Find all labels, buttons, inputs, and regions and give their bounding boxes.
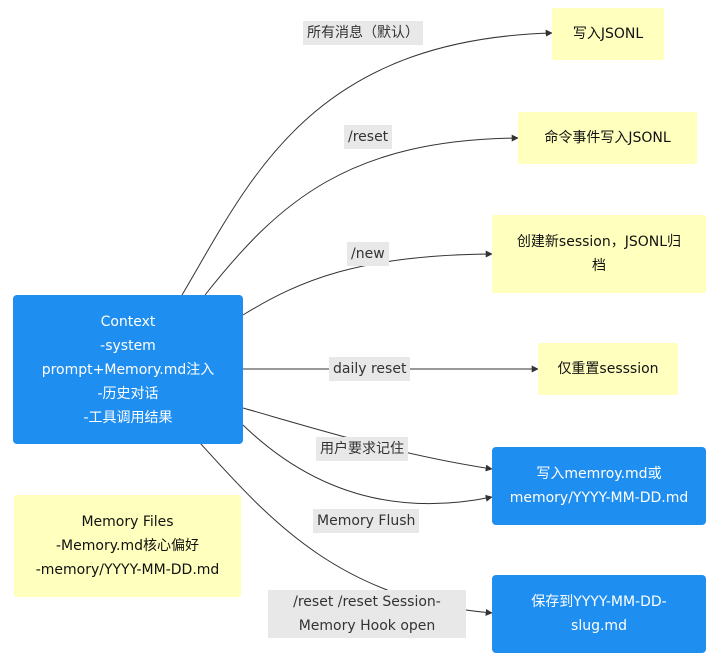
edge-memory-flush bbox=[242, 424, 493, 505]
write-memory-line-2: memory/YYYY-MM-DD.md bbox=[509, 490, 689, 506]
edge-label-memory-flush: Memory Flush bbox=[313, 509, 420, 533]
edge-label-user-remember-text: 用户要求记住 bbox=[320, 441, 404, 457]
context-line-4: -历史对话 bbox=[97, 385, 159, 402]
edge-label-reset: /reset bbox=[344, 125, 393, 149]
memory-files-line-3: -memory/YYYY-MM-DD.md bbox=[35, 562, 220, 578]
edge-label-all-messages: 所有消息（默认） bbox=[303, 21, 423, 45]
context-line-2: -system bbox=[100, 337, 156, 354]
edge-label-daily-reset: daily reset bbox=[329, 357, 411, 381]
context-line-3: prompt+Memory.md注入 bbox=[41, 361, 215, 378]
reset-only-label: 仅重置sesssion bbox=[557, 361, 659, 377]
memory-files-line-1: Memory Files bbox=[81, 514, 174, 530]
edge-label-memory-flush-text: Memory Flush bbox=[317, 513, 416, 529]
edge-label-user-remember: 用户要求记住 bbox=[316, 437, 408, 461]
save-slug-line-2: slug.md bbox=[571, 618, 627, 634]
edge-label-new: /new bbox=[347, 242, 389, 266]
edge-reset bbox=[204, 134, 519, 296]
write-jsonl-label: 写入JSONL bbox=[572, 26, 644, 42]
command-event-label: 命令事件写入JSONL bbox=[544, 130, 671, 146]
edge-label-session-hook-line-2: Memory Hook open bbox=[298, 618, 436, 634]
write-memory-line-1: 写入memroy.md或 bbox=[536, 466, 662, 482]
new-session-node: 创建新session，JSONL归 档 bbox=[492, 215, 706, 293]
save-slug-node: 保存到YYYY-MM-DD- slug.md bbox=[492, 575, 706, 653]
context-line-1: Context bbox=[100, 313, 156, 330]
edge-label-daily-reset-text: daily reset bbox=[333, 361, 407, 377]
new-session-line-2: 档 bbox=[591, 258, 606, 274]
memory-files-line-2: -Memory.md核心偏好 bbox=[56, 538, 199, 554]
write-jsonl-node: 写入JSONL bbox=[552, 8, 664, 60]
context-line-5: -工具调用结果 bbox=[83, 409, 173, 426]
edge-label-new-text: /new bbox=[351, 246, 385, 262]
edge-label-session-hook-line-1: /reset /reset Session- bbox=[293, 594, 441, 610]
write-memory-node: 写入memroy.md或 memory/YYYY-MM-DD.md bbox=[492, 447, 706, 525]
context-node: Context -system prompt+Memory.md注入 -历史对话… bbox=[13, 295, 243, 444]
edge-label-session-hook: /reset /reset Session- Memory Hook open bbox=[268, 590, 466, 638]
reset-only-node: 仅重置sesssion bbox=[538, 343, 678, 395]
memory-files-node: Memory Files -Memory.md核心偏好 -memory/YYYY… bbox=[14, 495, 241, 597]
save-slug-line-1: 保存到YYYY-MM-DD- bbox=[531, 594, 667, 610]
edge-label-reset-text: /reset bbox=[348, 129, 389, 145]
new-session-line-1: 创建新session，JSONL归 bbox=[516, 234, 682, 250]
edge-all-messages bbox=[181, 29, 553, 296]
edge-new bbox=[242, 250, 493, 316]
command-event-node: 命令事件写入JSONL bbox=[518, 112, 697, 164]
edge-label-all-messages-text: 所有消息（默认） bbox=[307, 25, 419, 41]
